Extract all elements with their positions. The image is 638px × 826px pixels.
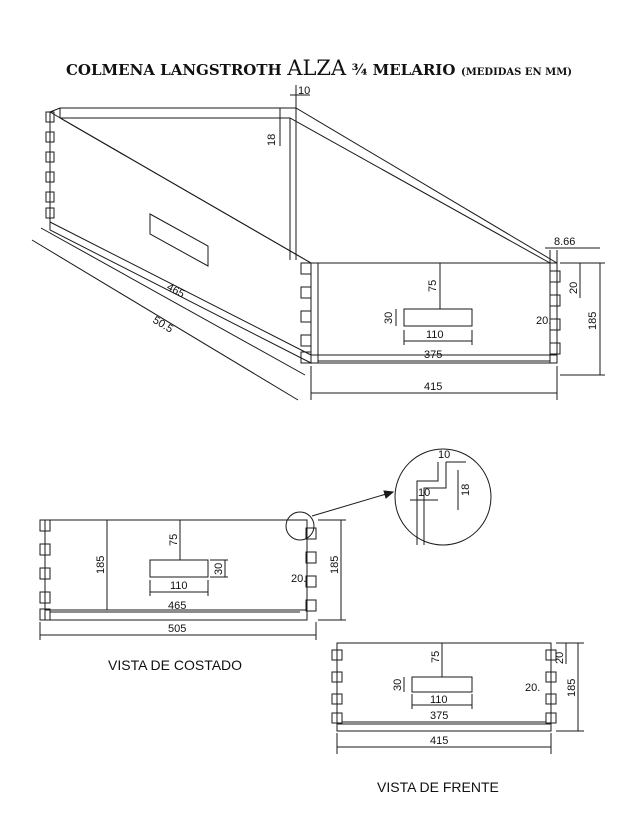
iso-dim-375: 375 xyxy=(424,349,442,361)
detail-marker xyxy=(285,511,315,541)
title-part-2: ALZA xyxy=(287,56,347,80)
side-outline xyxy=(44,519,308,621)
detail-dim-10a: 10 xyxy=(438,449,450,461)
side-dim-505: 505 xyxy=(168,623,186,635)
front-dim-185: 185 xyxy=(566,679,578,697)
title-part-3: ¾ MELARIO xyxy=(351,61,456,79)
iso-dim-110: 110 xyxy=(426,329,444,341)
front-dim-20: 20 xyxy=(554,652,566,664)
iso-dim-10: 10 xyxy=(298,85,310,97)
side-dim-185: 185 xyxy=(95,556,107,574)
iso-dim-866: 8.66 xyxy=(554,236,575,248)
title-part-1: COLMENA LANGSTROTH xyxy=(65,61,282,79)
front-dovetails-right xyxy=(545,649,557,724)
iso-side-handle xyxy=(149,213,209,267)
iso-front-inner xyxy=(317,262,551,364)
iso-dim-75: 75 xyxy=(427,280,439,292)
iso-front-handle xyxy=(403,308,473,327)
front-dim-110: 110 xyxy=(430,694,448,706)
side-handle xyxy=(149,559,209,578)
front-view: 75 20 30 110 20. 185 375 415 VISTA DE FR… xyxy=(331,642,584,795)
side-dim-465: 465 xyxy=(168,600,186,612)
iso-front-dovetails-right xyxy=(549,270,561,355)
iso-side-face xyxy=(49,111,312,364)
iso-dim-18: 18 xyxy=(266,134,278,146)
side-dim-20: 20. xyxy=(291,573,306,585)
detail-leader xyxy=(311,491,394,517)
joint-detail: 10 10 18 xyxy=(285,448,492,546)
side-dim-30: 30 xyxy=(213,563,225,575)
side-dovetails-right xyxy=(305,527,317,612)
detail-dim-18: 18 xyxy=(460,484,472,496)
isometric-view: 10 18 8.66 75 30 110 375 415 20 20. xyxy=(31,85,605,401)
front-dovetails-left xyxy=(331,649,343,724)
front-dim-75: 75 xyxy=(430,651,442,663)
iso-dim-505: 50.5 xyxy=(150,314,175,335)
side-view: 185 75 30 110 20. 185 465 505 VISTA DE C… xyxy=(39,519,346,673)
detail-dim-10b: 10 xyxy=(418,487,430,499)
front-dim-30: 30 xyxy=(392,679,404,691)
iso-front-face xyxy=(310,262,558,364)
front-handle xyxy=(411,676,473,693)
detail-circle xyxy=(394,448,492,546)
side-dim-75: 75 xyxy=(168,534,180,546)
front-outline xyxy=(336,642,552,732)
title-part-4: (MEDIDAS EN MM) xyxy=(460,67,572,78)
iso-top-rim xyxy=(49,107,558,264)
side-dim-110: 110 xyxy=(170,580,188,592)
front-dim-415: 415 xyxy=(430,735,448,747)
iso-dim-185: 185 xyxy=(587,312,599,330)
front-caption: VISTA DE FRENTE xyxy=(377,779,499,795)
iso-dim-30: 30 xyxy=(383,312,395,324)
iso-front-dovetails-left xyxy=(300,262,312,364)
side-caption: VISTA DE COSTADO xyxy=(108,657,242,673)
iso-dim-20: 20 xyxy=(568,282,580,294)
iso-dim-20b: 20. xyxy=(536,315,551,327)
front-dim-20b: 20. xyxy=(525,682,540,694)
iso-side-dovetails xyxy=(45,111,55,219)
iso-dim-415: 415 xyxy=(424,381,442,393)
side-dovetails-left xyxy=(39,519,51,621)
front-dim-375: 375 xyxy=(430,710,448,722)
page-title: COLMENA LANGSTROTH ALZA ¾ MELARIO (MEDID… xyxy=(0,56,638,80)
side-dim-185r: 185 xyxy=(329,556,341,574)
